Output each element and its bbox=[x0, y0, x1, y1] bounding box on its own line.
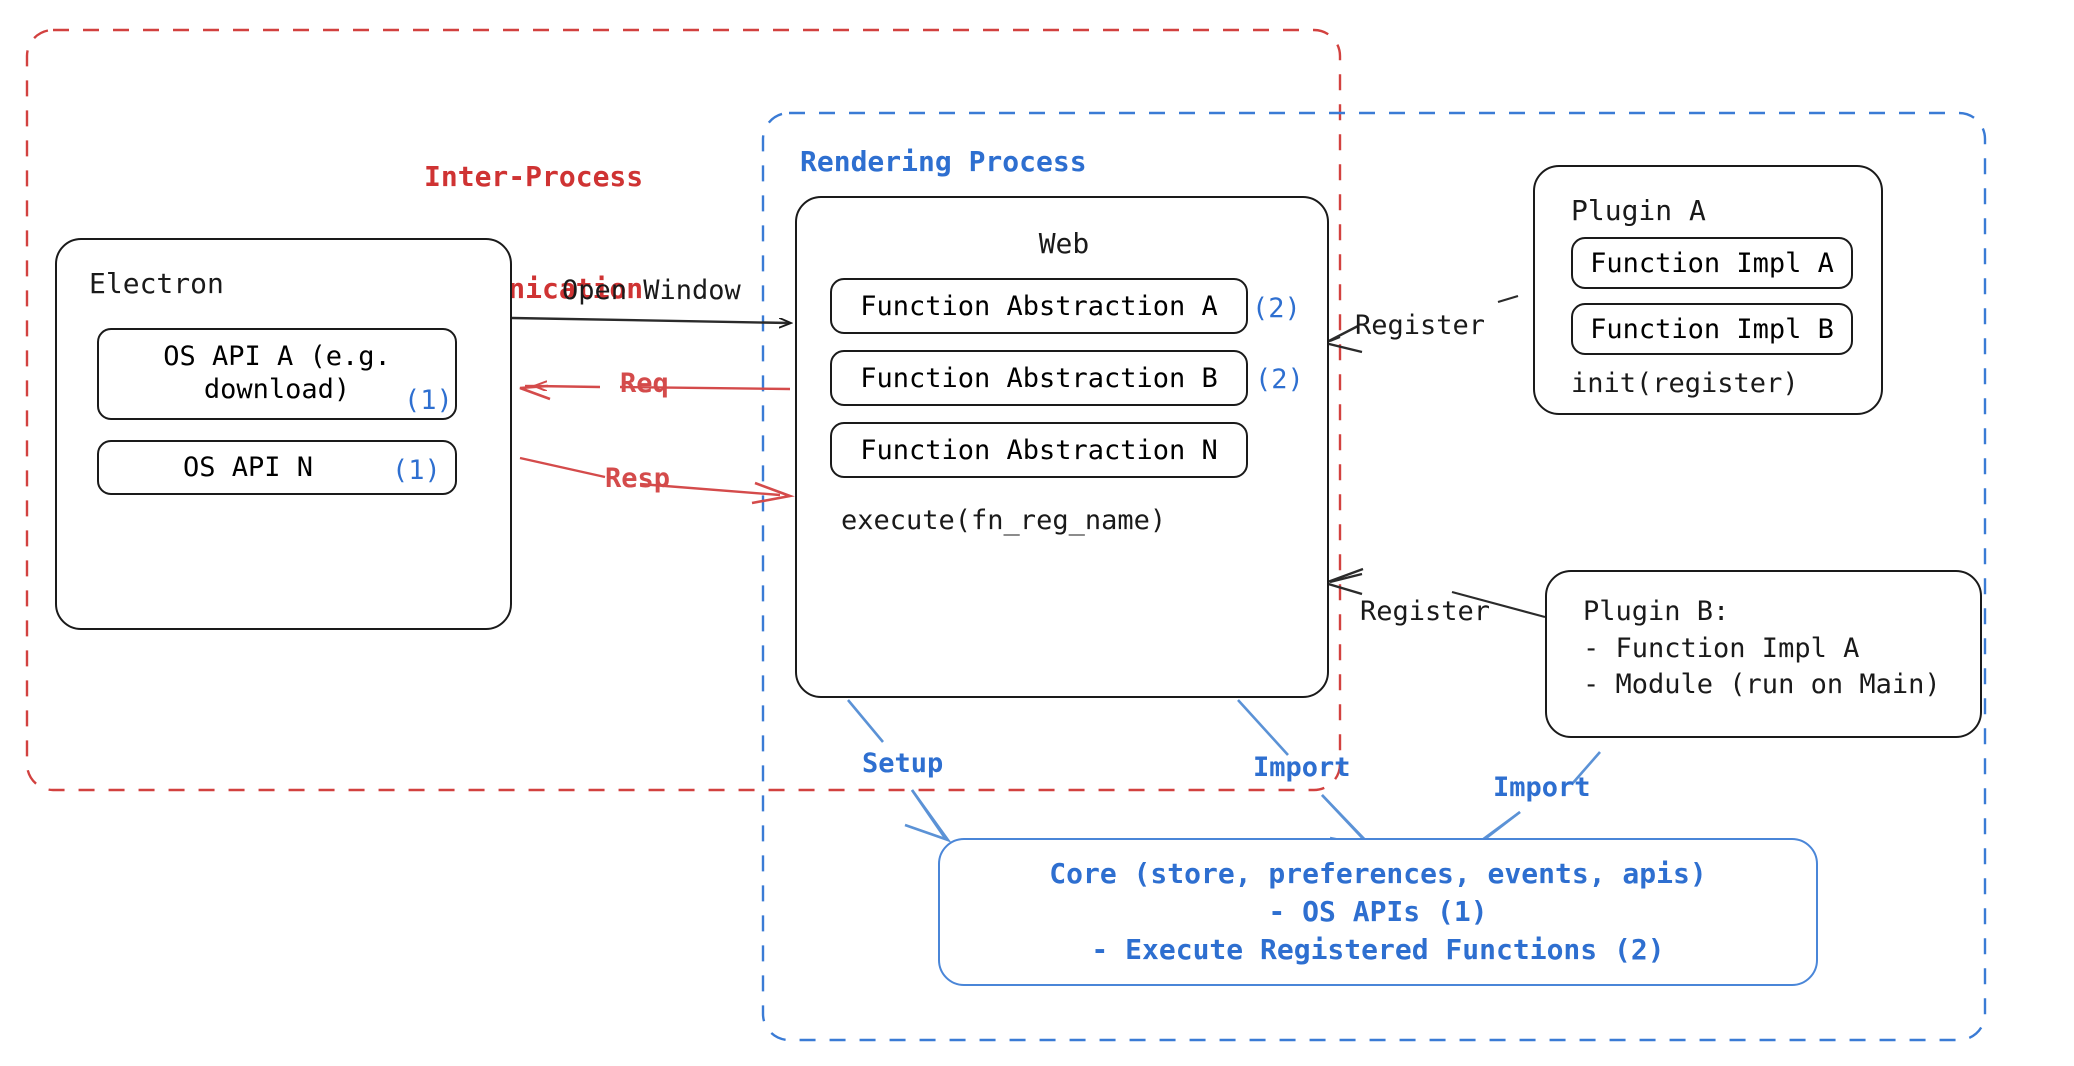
plugin-b-node[interactable]: Plugin B: - Function Impl A - Module (ru… bbox=[1545, 570, 1982, 738]
req-arrow-head-group bbox=[519, 384, 551, 401]
import-web-arrow-label: Import bbox=[1253, 752, 1351, 783]
open-window-arrow-label: Open Window bbox=[562, 275, 741, 306]
web-function-abstraction-a-label: Function Abstraction A bbox=[860, 290, 1218, 322]
electron-node[interactable]: Electron OS API A (e.g. download) (1) OS… bbox=[55, 238, 512, 630]
plugin-a-function-impl-b[interactable]: Function Impl B bbox=[1571, 303, 1853, 355]
req-arrow-label: Req bbox=[620, 368, 669, 399]
rendering-process-title: Rendering Process bbox=[800, 145, 1087, 178]
core-node[interactable]: Core (store, preferences, events, apis) … bbox=[938, 838, 1818, 986]
core-title-line: Core (store, preferences, events, apis) bbox=[1049, 857, 1707, 891]
register-plugin-a-label: Register bbox=[1355, 310, 1486, 341]
web-title: Web bbox=[1038, 227, 1090, 260]
import-plugin-b-arrow-label: Import bbox=[1493, 772, 1591, 803]
resp-arrow-label: Resp bbox=[605, 463, 671, 494]
electron-title: Electron bbox=[89, 267, 224, 300]
web-function-abstraction-n[interactable]: Function Abstraction N bbox=[830, 422, 1248, 478]
core-execute-registered-line: - Execute Registered Functions (2) bbox=[1091, 932, 1665, 966]
electron-os-api-a-marker: (1) bbox=[404, 385, 453, 416]
plugin-b-item-module: - Module (run on Main) bbox=[1583, 669, 1941, 701]
plugin-a-init-signature: init(register) bbox=[1571, 368, 1799, 399]
setup-arrow-label: Setup bbox=[862, 748, 944, 779]
electron-os-api-a-label: OS API A (e.g. download) bbox=[163, 341, 391, 405]
core-os-apis-line: - OS APIs (1) bbox=[1268, 895, 1488, 929]
web-function-abstraction-b-marker: (2) bbox=[1255, 364, 1304, 395]
web-node[interactable]: Web Function Abstraction A (2) Function … bbox=[795, 196, 1329, 698]
plugin-b-title: Plugin B: bbox=[1583, 596, 1730, 627]
register-plugin-b-label: Register bbox=[1360, 596, 1491, 627]
electron-os-api-n[interactable]: OS API N bbox=[97, 440, 457, 495]
web-execute-signature: execute(fn_reg_name) bbox=[841, 505, 1167, 536]
web-function-abstraction-b[interactable]: Function Abstraction B bbox=[830, 350, 1248, 406]
plugin-a-function-impl-b-label: Function Impl B bbox=[1590, 313, 1834, 345]
plugin-a-function-impl-a[interactable]: Function Impl A bbox=[1571, 237, 1853, 289]
web-function-abstraction-n-label: Function Abstraction N bbox=[860, 434, 1218, 466]
web-function-abstraction-b-label: Function Abstraction B bbox=[860, 362, 1218, 394]
electron-os-api-n-label: OS API N bbox=[182, 452, 314, 483]
plugin-b-item-function-impl-a: - Function Impl A bbox=[1583, 632, 1860, 664]
electron-os-api-a[interactable]: OS API A (e.g. download) bbox=[97, 328, 457, 420]
plugin-a-function-impl-a-label: Function Impl A bbox=[1590, 247, 1834, 279]
web-function-abstraction-a[interactable]: Function Abstraction A bbox=[830, 278, 1248, 334]
electron-os-api-n-marker: (1) bbox=[392, 455, 441, 486]
web-function-abstraction-a-marker: (2) bbox=[1252, 293, 1301, 324]
ipc-group-title-line1: Inter-Process bbox=[424, 160, 644, 194]
plugin-a-node[interactable]: Plugin A Function Impl A Function Impl B… bbox=[1533, 165, 1883, 415]
plugin-a-title: Plugin A bbox=[1571, 194, 1706, 227]
